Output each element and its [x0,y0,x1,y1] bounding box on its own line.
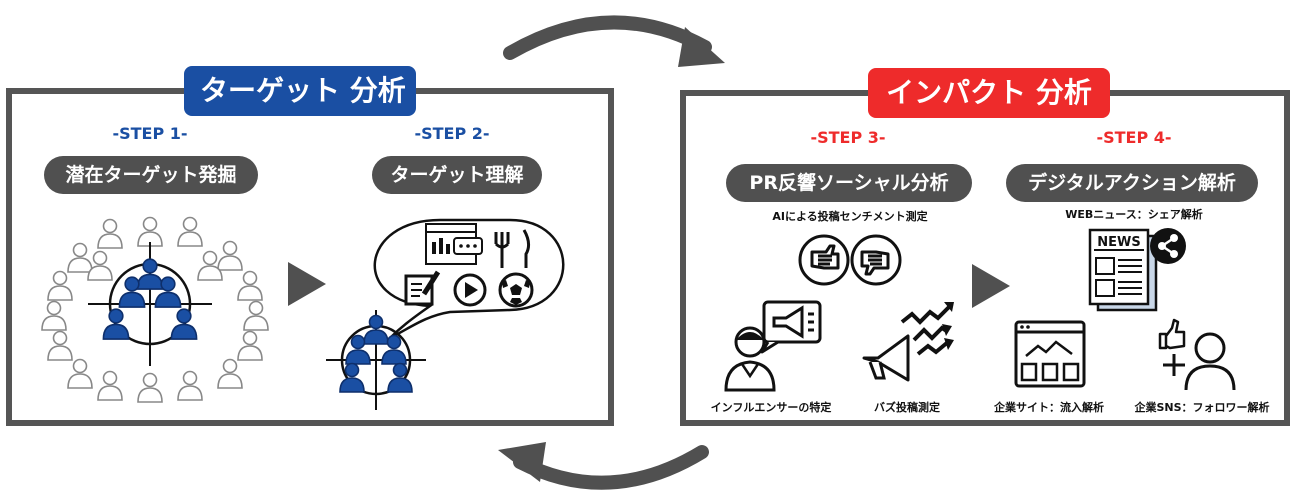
soccer-ball-icon [498,272,534,308]
person-icon [345,334,371,365]
step1-label: -STEP 1- [112,124,188,143]
step1-title: 潜在ターゲット発掘 [44,156,258,194]
person-icon [154,276,182,308]
person-icon [237,270,263,301]
step3-caption-left: インフルエンサーの特定 [710,401,832,414]
influencer-megaphone-icon [724,300,822,392]
cycle-arrow-top-icon [503,15,725,67]
person-icon [67,242,93,273]
person-icon [137,216,163,247]
person-icon [137,372,163,403]
interest-bubble-icon [326,218,565,410]
sns-follower-icon [1158,318,1236,391]
fork-knife-icon [494,229,531,268]
person-icon [243,300,269,331]
person-icon [381,334,407,365]
person-icon [87,250,113,281]
step3-label: -STEP 3- [810,128,886,147]
person-icon [387,362,413,393]
step3-title: PR反響ソーシャル分析 [726,164,972,202]
website-traffic-icon [1014,320,1086,388]
person-icon [217,358,243,389]
person-icon [177,216,203,247]
target-analysis-title: ターゲット 分析 [184,66,416,116]
step3-caption-right: バズ投稿測定 [874,401,940,414]
browser-chart-icon [425,223,483,265]
cycle-arrow-bottom-icon [498,442,709,490]
person-icon [47,330,73,361]
impact-analysis-title: インパクト 分析 [868,68,1110,118]
buzz-megaphone-icon [862,302,954,382]
person-icon [102,308,130,340]
step2-label: -STEP 2- [414,124,490,143]
person-icon [118,276,146,308]
person-icon [170,308,198,340]
person-icon [237,330,263,361]
person-icon [97,370,123,401]
step4-caption-left: 企業サイト：流入解析 [994,401,1104,414]
person-icon [177,370,203,401]
person-icon [363,314,389,345]
person-icon [47,270,73,301]
step2-title: ターゲット理解 [372,156,542,194]
note-pen-icon [404,270,441,306]
step3-subtitle: AIによる投稿センチメント測定 [772,210,928,223]
video-play-icon [453,273,487,307]
person-icon [97,218,123,249]
news-share-icon: NEWS [1088,228,1186,312]
person-icon [136,258,164,290]
person-icon [197,250,223,281]
person-icon [67,358,93,389]
news-text: NEWS [1097,235,1140,250]
step4-subtitle: WEBニュース：シェア解析 [1065,208,1203,221]
person-icon [41,300,67,331]
step4-label: -STEP 4- [1096,128,1172,147]
person-icon [217,240,243,271]
play-arrow-icon [288,262,326,306]
crowd-target-icon [41,216,269,403]
sentiment-thumbs-icon [798,234,902,286]
play-arrow-icon-2 [972,264,1010,308]
step4-title: デジタルアクション解析 [1006,164,1258,202]
person-icon [339,362,365,393]
step4-caption-right: 企業SNS：フォロワー解析 [1134,401,1270,414]
